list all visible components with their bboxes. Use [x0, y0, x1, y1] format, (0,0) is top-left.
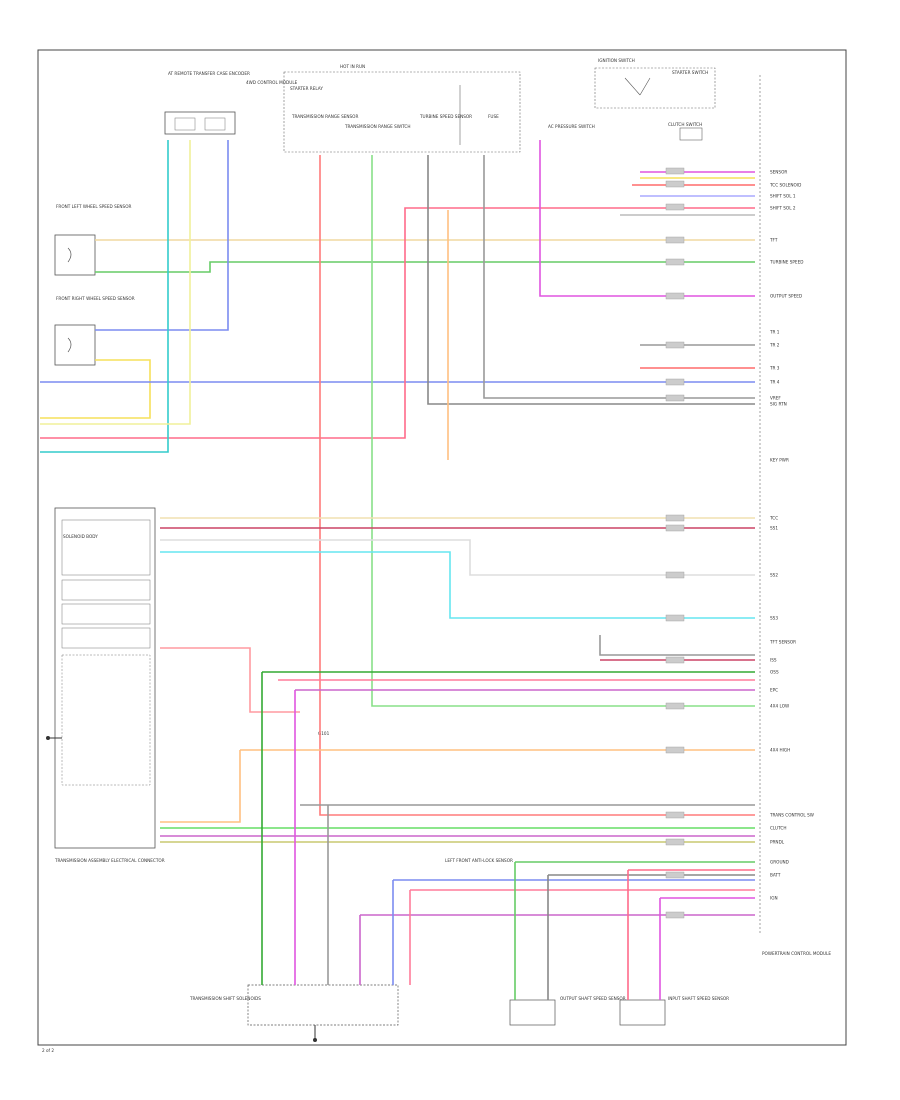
ignition-switch-group: IGNITION SWITCH STARTER SWITCH AC PRESSU… [548, 58, 716, 141]
top-left-component-label: AT REMOTE TRANSFER CASE ENCODER [168, 71, 250, 76]
wires [40, 140, 755, 1000]
right-pin-label: SS1 [770, 526, 778, 531]
right-pin-label: 4X4 LOW [770, 704, 789, 709]
turbine-speed-label: TURBINE SPEED SENSOR [419, 114, 472, 119]
right-pin-label: TR 2 [769, 343, 780, 348]
right-pin-label: GROUND [770, 860, 789, 865]
fuse-label: FUSE [488, 114, 499, 119]
solenoid-body-label: SOLENOID BODY [63, 534, 98, 539]
clutch-switch-label: CLUTCH SWITCH [668, 122, 702, 127]
bottom-left-connector: TRANSMISSION SHIFT SOLENOIDS [189, 984, 399, 1042]
bottom-left-sensor-label: TRANSMISSION SHIFT SOLENOIDS [189, 996, 261, 1001]
front-right-sensor-label: FRONT RIGHT WHEEL SPEED SENSOR [56, 296, 135, 301]
right-pin-label: SS3 [770, 616, 778, 621]
trans-assembly-block: TRANSMISSION ASSEMBLY ELECTRICAL CONNECT… [46, 507, 165, 863]
engine-harness-relay-label: 4WD CONTROL MODULE [246, 80, 298, 85]
right-pin-label: OSS [770, 670, 779, 675]
starter-switch-label: STARTER SWITCH [672, 70, 708, 75]
right-pin-label: BATT [770, 873, 781, 878]
top-left-component: AT REMOTE TRANSFER CASE ENCODER [164, 71, 250, 135]
diagram-frame [37, 49, 847, 1046]
pressure-switch-label: AC PRESSURE SWITCH [548, 124, 595, 129]
starter-relay-label: STARTER RELAY [290, 86, 323, 91]
ground-note-label: G101 [318, 731, 330, 736]
bottom-mid-sensor-label: OUTPUT SHAFT SPEED SENSOR [560, 996, 626, 1001]
trans-range-sensor-1-label: TRANSMISSION RANGE SENSOR [291, 114, 358, 119]
right-pin-label: TFT SENSOR [769, 640, 796, 645]
pcm-title-label: POWERTRAIN CONTROL MODULE [762, 951, 831, 956]
page-ref: 2 of 2 [42, 1048, 54, 1053]
trans-range-sensor-2-label: TRANSMISSION RANGE SWITCH [344, 124, 411, 129]
ignition-switch-label: IGNITION SWITCH [598, 58, 635, 63]
pcm-block: POWERTRAIN CONTROL MODULE [759, 75, 831, 956]
right-pin-label: CLUTCH [770, 826, 787, 831]
right-pin-label: TR 1 [769, 330, 780, 335]
left-park-label: LEFT FRONT ANTI-LOCK SENSOR [445, 858, 513, 863]
right-pin-label: OUTPUT SPEED [770, 294, 802, 299]
right-pin-label: SHIFT SOL 1 [770, 194, 796, 199]
right-pin-label: KEY PWR [770, 458, 789, 463]
hot-in-run-label: HOT IN RUN [340, 64, 365, 69]
right-pin-label: TCC SOLENOID [769, 183, 801, 188]
right-pin-labels: SENSOR TCC SOLENOID SHIFT SOL 1 SHIFT SOL 2… [769, 170, 814, 901]
right-pin-label: VREF [770, 396, 781, 401]
right-pin-label: SHIFT SOL 2 [770, 206, 796, 211]
trans-assembly-label: TRANSMISSION ASSEMBLY ELECTRICAL CONNECT… [54, 858, 165, 863]
right-pin-label: TR 3 [769, 366, 780, 371]
right-pin-label: SS2 [770, 573, 778, 578]
bottom-right-sensor-label: INPUT SHAFT SPEED SENSOR [668, 996, 729, 1001]
bottom-mid-sensor: OUTPUT SHAFT SPEED SENSOR [509, 996, 626, 1026]
right-pin-label: PRNDL [770, 840, 785, 845]
right-connector-pins [665, 167, 685, 919]
bottom-right-sensor: INPUT SHAFT SPEED SENSOR [619, 996, 729, 1026]
right-pin-label: 4X4 HIGH [770, 748, 790, 753]
front-left-sensor: FRONT LEFT WHEEL SPEED SENSOR [54, 204, 132, 276]
top-center-module: HOT IN RUN STARTER RELAY TRANSMISSION RA… [246, 64, 521, 153]
right-pin-label: IGN [770, 896, 778, 901]
right-pin-label: TFT [769, 238, 778, 243]
right-pin-label: TRANS CONTROL SW [769, 813, 814, 818]
right-pin-label: TCC [769, 516, 778, 521]
right-pin-label: TR 4 [769, 380, 780, 385]
right-pin-label: EPC [770, 688, 778, 693]
right-pin-label: TURBINE SPEED [769, 260, 803, 265]
right-pin-label: SENSOR [770, 170, 787, 175]
front-left-sensor-label: FRONT LEFT WHEEL SPEED SENSOR [56, 204, 132, 209]
right-pin-label: ISS [770, 658, 777, 663]
right-pin-label: SIG RTN [770, 402, 787, 407]
front-right-sensor: FRONT RIGHT WHEEL SPEED SENSOR [54, 296, 135, 366]
